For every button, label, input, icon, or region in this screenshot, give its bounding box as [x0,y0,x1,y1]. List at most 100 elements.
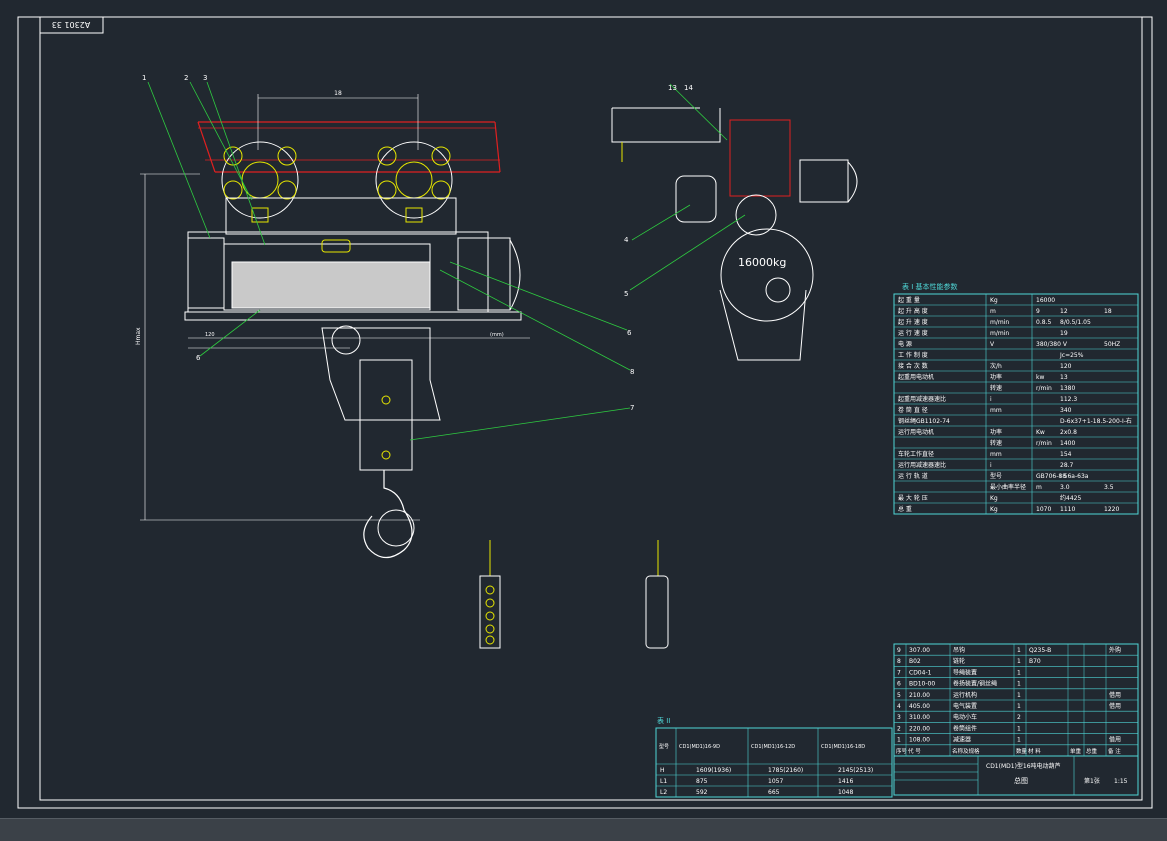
parts-header-cell: 材 料 [1028,747,1041,755]
performance-table-caption: 表 I 基本性能参数 [902,282,958,291]
perf-row-value2: 340 [1060,407,1072,414]
perf-row-value2: 28.7 [1060,462,1074,469]
scale-label: 1:15 [1114,778,1128,785]
drawing-title: CD1(MD1)型16吨电动葫芦 [986,762,1061,770]
parts-row-name: 减速器 [953,736,971,744]
balloon-8: 8 [630,368,634,376]
perf-row-value: GB706-88 [1036,473,1066,480]
dim-table-cell: 1057 [768,778,783,785]
perf-row-unit: 功率 [990,373,1002,381]
balloon-6b: 6 [196,354,201,362]
perf-row-unit: 最小曲率半径 [990,483,1026,491]
balloon-5: 5 [624,290,628,298]
dim-table-cell: 1048 [838,789,853,796]
perf-row-value: r/min [1036,385,1052,392]
dim-table-header: 型号 [659,743,669,750]
parts-row-note: 借用 [1109,691,1121,699]
parts-row-material: B70 [1029,658,1041,665]
parts-row-code: 307.00 [909,647,930,654]
perf-row-value3: 50HZ [1104,341,1120,348]
perf-row-label: 运行用减速器速比 [898,461,946,469]
parts-header-cell: 备 注 [1108,747,1121,755]
dim-table-cell: L1 [660,778,667,785]
perf-row-value2: 8/0.5/1.05 [1060,319,1091,326]
perf-row-value: m [1036,484,1042,491]
balloon-1: 1 [142,74,146,82]
pendant-front [479,540,501,649]
front-view: Hmax 18 120 (mm) 1 2 3 6 8 6 7 [135,74,634,559]
parts-header-cell: 数量 [1016,747,1028,755]
parts-row-qty: 1 [1017,669,1021,676]
drawing-number: A2301 33 [52,20,91,29]
dim-table-cell: 1609(1936) [696,767,731,774]
parts-row-code: 405.00 [909,703,930,710]
parts-header-cell: 序号 [896,747,908,755]
perf-row-label: 起 重 量 [898,296,920,304]
inner-frame [39,16,1143,801]
perf-row-value: 380/380 V [1036,341,1068,348]
perf-row-value2: 13 [1060,374,1068,381]
perf-row-value2: Jc=25% [1059,352,1084,359]
perf-row-value2: 154 [1060,451,1072,458]
pendant-side [645,540,669,649]
perf-row-value2: 1380 [1060,385,1075,392]
perf-row-value: 16000 [1036,297,1055,304]
parts-row-code: 220.00 [909,725,930,732]
dimension-left: 120 [205,332,215,338]
perf-row-label: 钢丝绳GB1102-74 [898,417,950,425]
perf-row-value3: 3.5 [1104,484,1114,491]
perf-row-unit: m [990,308,996,315]
dim-table-header: CD1(MD1)16-18D [821,744,865,750]
perf-row-label: 车轮工作直径 [898,450,934,458]
perf-row-value: 1070 [1036,506,1051,513]
cad-drawing-canvas[interactable]: A2301 33 [0,0,1167,818]
parts-row-note: 借用 [1109,702,1121,710]
dimension-table-caption: 表 II [657,716,670,725]
status-bar [0,818,1167,841]
perf-row-unit: m/min [990,330,1009,337]
parts-row-name: 电气装置 [953,702,977,710]
perf-row-value2: D-6x37+1-18.5-200-I-右 [1060,417,1132,425]
parts-row-no: 3 [897,714,901,721]
dim-table-cell: 1416 [838,778,853,785]
perf-row-unit: i [990,462,992,469]
parts-row-note: 借用 [1109,736,1121,744]
dim-table-cell: 665 [768,789,780,796]
perf-row-value2: 1110 [1060,506,1075,513]
perf-row-unit: 型号 [990,472,1002,480]
drawing-number-box [39,16,104,34]
parts-row-no: 4 [897,703,901,710]
parts-header-cell: 总重 [1086,747,1098,755]
parts-row-code: CD04-1 [909,669,932,676]
perf-row-value2: 19 [1060,330,1068,337]
perf-row-unit: 转速 [990,384,1002,392]
perf-row-unit: 功率 [990,428,1002,436]
perf-row-value2: 3.0 [1060,484,1070,491]
perf-row-value: 9 [1036,308,1040,315]
parts-row-name: 导绳装置 [953,668,977,676]
perf-row-value2: 1400 [1060,440,1075,447]
perf-row-value: kw [1036,374,1044,381]
parts-row-code: B02 [909,658,921,665]
parts-row-qty: 1 [1017,737,1021,744]
parts-row-no: 7 [897,669,901,676]
dim-table-cell: 875 [696,778,708,785]
perf-row-label: 起重用电动机 [898,373,934,381]
dimension-unit: (mm) [490,332,504,338]
perf-row-unit: mm [990,451,1002,458]
parts-row-name: 卷筒组件 [953,724,977,732]
parts-header-cell: 名称及规格 [952,747,980,755]
perf-row-unit: Kg [990,506,998,513]
parts-row-no: 8 [897,658,901,665]
perf-row-value2: 120 [1060,363,1072,370]
parts-row-code: BD10-00 [909,681,935,688]
perf-row-value2: 112.3 [1060,396,1077,403]
perf-row-value2: 12 [1060,308,1068,315]
balloon-2: 2 [184,74,188,82]
parts-row-qty: 1 [1017,703,1021,710]
parts-row-no: 1 [897,737,901,744]
dimension-hmax: Hmax [135,327,142,345]
perf-row-label: 最 大 轮 压 [898,494,928,502]
